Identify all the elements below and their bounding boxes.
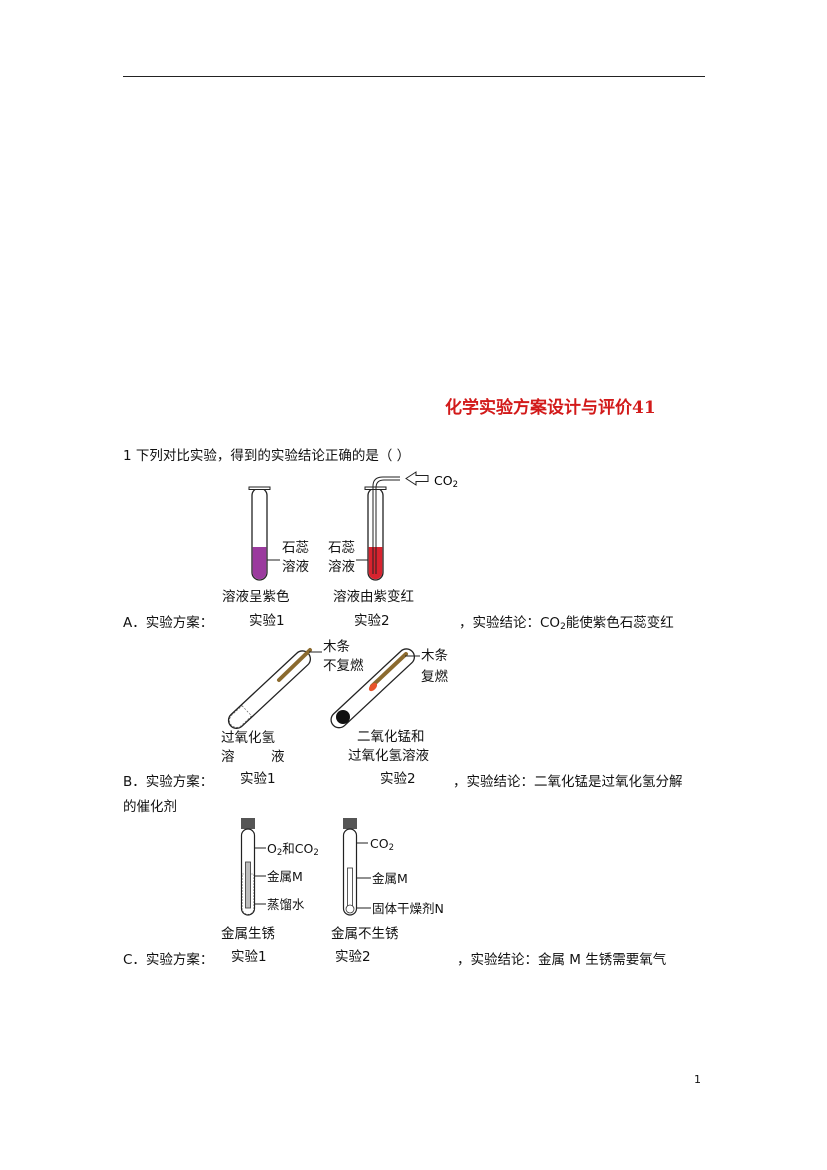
wood-stick-b1 (277, 648, 312, 682)
label-a1-line2: 溶液 (282, 559, 309, 575)
figure-a: 石蕊 溶液 溶液呈紫色 CO2 石蕊 溶液 溶液由紫变红 (222, 471, 458, 605)
caption-b1-line1: 过氧化氢 (221, 730, 275, 746)
page-number: 1 (694, 1073, 701, 1086)
caption-c1: 金属生锈 (221, 926, 275, 942)
gas-label-a2: CO2 (434, 473, 458, 490)
test-tube-a2 (356, 476, 400, 581)
caption-b2-line2: 过氧化氢溶液 (348, 748, 429, 764)
caption-a2: 溶液由紫变红 (333, 589, 414, 605)
gas-inlet-tube (375, 479, 400, 574)
label-a1-line1: 石蕊 (282, 540, 309, 556)
option-b-prefix: B．实验方案： (123, 774, 214, 790)
caption-c2: 金属不生锈 (331, 926, 399, 942)
dryer-pellet (345, 904, 355, 914)
gas-label-c2: CO2 (370, 836, 394, 853)
option-a-conclusion: ，实验结论：CO2能使紫色石蕊变红 (459, 615, 674, 632)
option-a-exp2-label: 实验2 (354, 613, 390, 629)
caption-b1-line2b: 液 (271, 749, 285, 765)
water-label-c1: 蒸馏水 (267, 897, 305, 912)
figure-c: O2和CO2 金属M 蒸馏水 金属生锈 CO2 金属M 固体干燥剂N 金属不生锈 (221, 818, 444, 942)
stick-b1-line2: 不复燃 (323, 657, 364, 674)
option-c-exp1-label: 实验1 (231, 949, 267, 965)
metal-label-c2: 金属M (372, 871, 408, 886)
option-c-exp2-label: 实验2 (335, 949, 371, 965)
metal-strip-c2 (347, 867, 353, 907)
mno2-powder (336, 710, 350, 724)
option-b-conclusion: ，实验结论：二氧化锰是过氧化氢分解 (453, 774, 683, 790)
stick-b2-line1: 木条 (421, 647, 448, 664)
gas-label-c1: O2和CO2 (267, 841, 319, 858)
option-b-exp2-label: 实验2 (380, 771, 416, 787)
figure-b: 木条 不复燃 过氧化氢 溶 液 木条 复燃 二氧化锰和 过氧化氢溶液 (221, 638, 448, 765)
metal-label-c1: 金属M (267, 869, 303, 884)
title-text: 化学实验方案设计与评价41 (445, 398, 656, 418)
dryer-label-c2: 固体干燥剂N (372, 901, 444, 916)
option-a-prefix: A．实验方案： (123, 615, 214, 631)
header-rule (123, 76, 705, 77)
caption-b2-line1: 二氧化锰和 (357, 729, 425, 745)
option-a-exp1-label: 实验1 (249, 613, 285, 629)
test-tube-c2 (342, 818, 358, 916)
question-stem: 1 下列对比实验，得到的实验结论正确的是（ ） (123, 448, 411, 464)
metal-strip-c1 (245, 861, 251, 909)
litmus-liquid-a1 (252, 547, 267, 580)
option-b-conclusion-cont: 的催化剂 (123, 799, 177, 815)
arrow-icon (405, 471, 429, 486)
stick-b1-line1: 木条 (323, 638, 350, 655)
caption-b1-line2a: 溶 (221, 749, 235, 765)
wood-stick-b2 (370, 652, 408, 688)
page-title: 化学实验方案设计与评价41 (445, 393, 656, 418)
label-a2-line1: 石蕊 (328, 540, 355, 556)
caption-a1: 溶液呈紫色 (222, 588, 290, 605)
test-tube-c1 (240, 818, 256, 916)
option-b-exp1-label: 实验1 (240, 771, 276, 787)
test-tube-a1 (248, 486, 280, 581)
option-c-conclusion: ，实验结论：金属 M 生锈需要氧气 (457, 952, 667, 968)
label-a2-line2: 溶液 (328, 559, 355, 575)
option-c-prefix: C．实验方案： (123, 952, 214, 968)
stick-b2-line2: 复燃 (421, 668, 448, 685)
flame-icon (368, 682, 378, 692)
